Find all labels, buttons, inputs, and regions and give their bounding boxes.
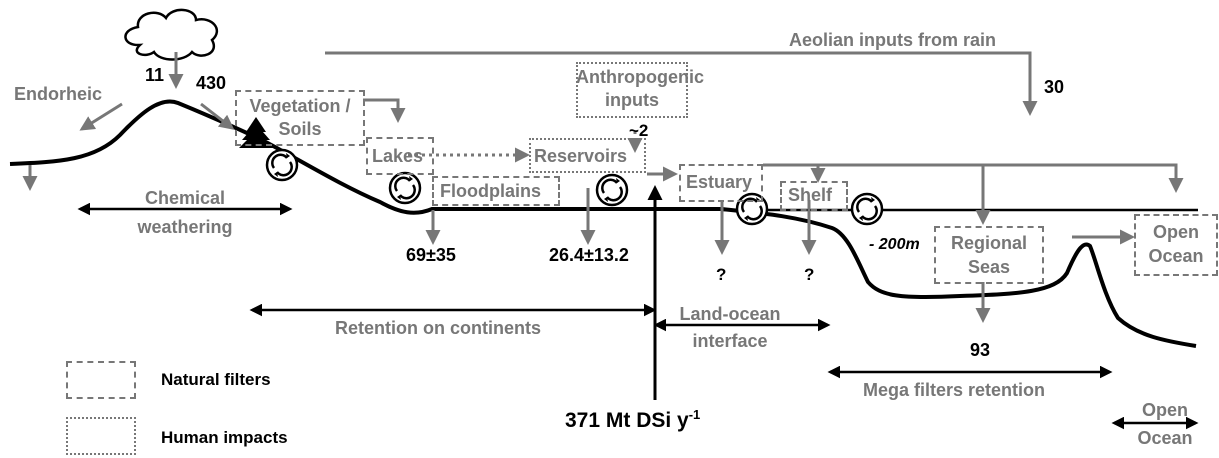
vegetation-soils-box — [235, 90, 365, 146]
shelf-unknown-value: ? — [804, 265, 815, 284]
estuary-box — [679, 164, 763, 202]
anthropogenic-label-1: Anthropogenic — [576, 67, 704, 87]
shelf-box — [780, 181, 848, 211]
mega-filters-label: Mega filters retention — [863, 380, 1046, 400]
recycle-icon — [388, 171, 422, 205]
seas-label: Seas — [967, 257, 1011, 277]
open-ocean-extent-label-1: Open — [1141, 400, 1188, 420]
total-flux-text: 371 Mt DSi y — [565, 409, 689, 432]
lakes-retention-value: 69±35 — [406, 245, 456, 265]
recycle-icon — [265, 148, 299, 182]
lakes-label: Lakes — [372, 146, 424, 166]
interface-label: interface — [692, 331, 768, 351]
reservoir-retention-value: 26.4±13.2 — [549, 245, 629, 265]
aeolian-value: 30 — [1044, 77, 1065, 97]
shelf-label: Shelf — [788, 185, 833, 205]
open-ocean-box-label-2: Ocean — [1148, 246, 1204, 266]
shelf-depth-label: - 200m — [869, 236, 920, 253]
recycle-icon — [850, 192, 884, 226]
tree-icon — [239, 117, 273, 148]
total-flux-exponent: -1 — [688, 407, 701, 422]
legend-natural-label: Natural filters — [161, 370, 271, 389]
reservoirs-box — [529, 138, 646, 173]
cloud-icon — [124, 8, 219, 61]
recycle-icon — [595, 173, 629, 207]
land-ocean-label: Land-ocean — [679, 304, 781, 324]
legend-natural-swatch — [66, 361, 136, 399]
regional-seas-value: 93 — [970, 340, 991, 360]
anthropogenic-value: ~2 — [629, 121, 649, 140]
aeolian-label: Aeolian inputs from rain — [789, 30, 997, 50]
retention-continents-label: Retention on continents — [335, 318, 541, 338]
lakes-box — [366, 137, 434, 175]
weathering-label: weathering — [137, 217, 233, 237]
soils-label: Soils — [278, 119, 322, 139]
endorheic-label: Endorheic — [14, 84, 103, 104]
chemical-label: Chemical — [144, 188, 226, 208]
anthropogenic-label-2: inputs — [605, 90, 659, 110]
legend-human-label: Human impacts — [161, 428, 288, 447]
regional-seas-box — [934, 226, 1044, 284]
rain-input-value: 11 — [145, 65, 165, 85]
extent-arrows — [77, 185, 1199, 430]
open-ocean-box-label-1: Open — [1152, 222, 1199, 242]
regional-label: Regional — [950, 233, 1027, 253]
open-ocean-box — [1134, 214, 1218, 276]
floodplains-label: Floodplains — [440, 181, 541, 201]
vegetation-label: Vegetation / — [249, 96, 351, 116]
total-flux-label: 371 Mt DSi y-1 — [565, 407, 701, 433]
reservoirs-label: Reservoirs — [534, 146, 628, 166]
runoff-input-value: 430 — [196, 73, 227, 93]
anthropogenic-inputs-box — [576, 62, 688, 118]
open-ocean-extent-label-2: Ocean — [1137, 428, 1193, 448]
flow-arrows — [22, 51, 1184, 323]
estuary-unknown-value: ? — [716, 265, 727, 284]
estuary-label: Estuary — [686, 172, 753, 192]
legend-human-swatch — [66, 417, 136, 455]
floodplains-box — [432, 176, 560, 206]
